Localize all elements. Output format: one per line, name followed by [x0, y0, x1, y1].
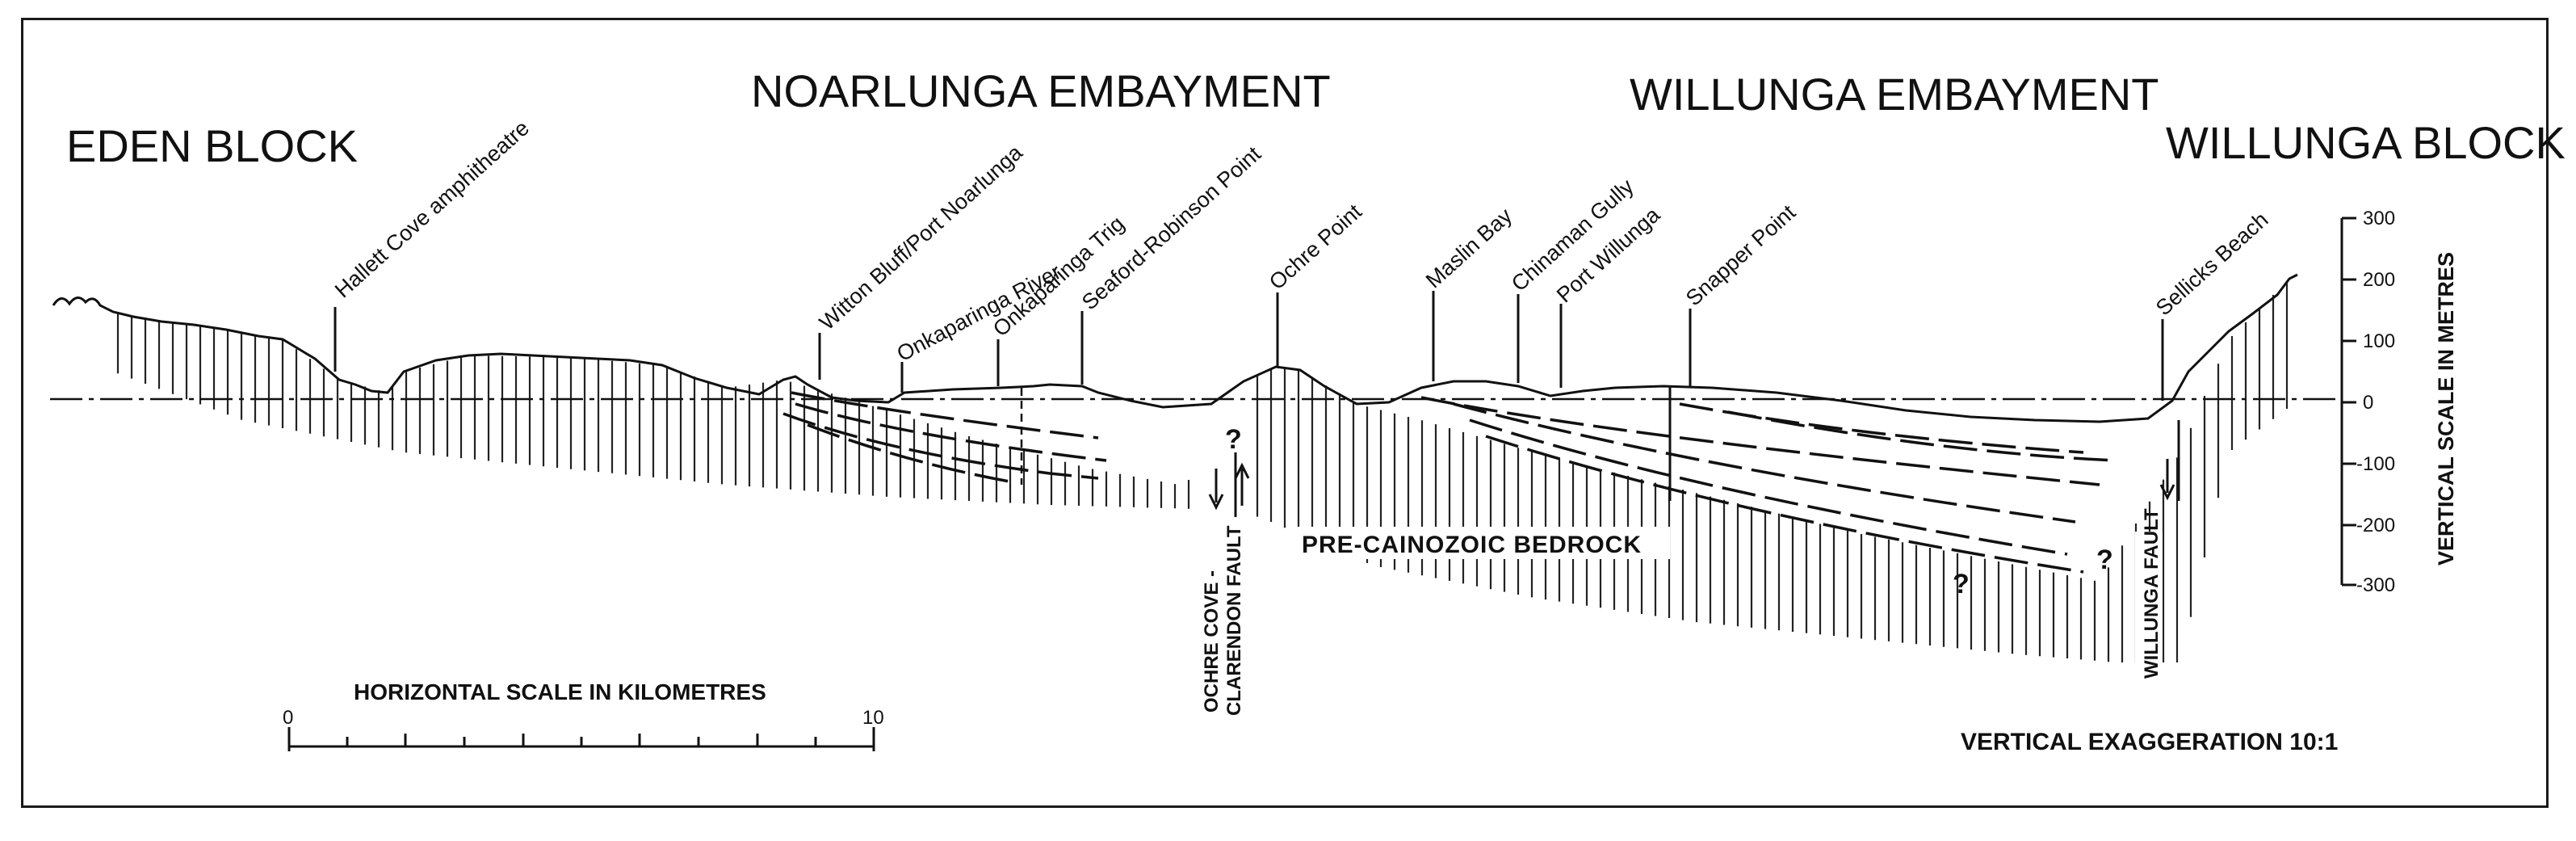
ochre-fault-arrow-down — [1208, 469, 1224, 511]
unknown-marker-ochre: ? — [1225, 424, 1242, 455]
willunga-strata — [1420, 396, 2117, 574]
bedrock-hatching — [116, 281, 2289, 662]
region-willunga-embayment: WILLUNGA EMBAYMENT — [1630, 69, 2159, 120]
vscale-tick-0: 0 — [2363, 392, 2373, 414]
ground-surface-profile — [52, 273, 2298, 423]
ochre-fault-arrow-up — [1234, 462, 1250, 506]
fault-label-willunga: WILLUNGA FAULT — [2141, 508, 2163, 679]
location-labels: Hallett Cove amphitheatre Witton Bluff/P… — [330, 116, 2273, 366]
fault-label-ochre-1: OCHRE COVE - — [1201, 570, 1223, 713]
unknown-markers: ? ? ? — [1225, 424, 2113, 599]
vertical-exaggeration-note: VERTICAL EXAGGERATION 10:1 — [1961, 729, 2338, 755]
label-snapper-point: Snapper Point — [1681, 200, 1801, 310]
vscale-tick-100: 100 — [2363, 330, 2395, 352]
vscale-tick-minus-200: -200 — [2356, 515, 2395, 536]
location-markers — [334, 291, 2164, 401]
figure-frame — [21, 18, 2549, 808]
hscale-end: 10 — [862, 707, 884, 729]
unknown-marker-deep: ? — [2096, 545, 2113, 575]
vertical-scale — [2340, 217, 2356, 587]
bedrock-label-bg — [1292, 527, 1670, 559]
horizontal-scale-bar — [287, 727, 875, 751]
label-ochre-point: Ochre Point — [1265, 199, 1366, 294]
vertical-scale-title: VERTICAL SCALE IN METRES — [2434, 252, 2458, 566]
region-noarlunga-embayment: NOARLUNGA EMBAYMENT — [751, 65, 1331, 116]
label-sellicks-beach: Sellicks Beach — [2151, 208, 2273, 321]
vscale-tick-minus-100: -100 — [2356, 453, 2395, 475]
label-maslin-bay: Maslin Bay — [1421, 203, 1517, 292]
vscale-tick-300: 300 — [2363, 208, 2395, 229]
region-willunga-block: WILLUNGA BLOCK — [2166, 117, 2566, 168]
fault-labels: OCHRE COVE - CLARENDON FAULT WILLUNGA FA… — [1201, 508, 2163, 716]
hscale-start: 0 — [283, 707, 293, 729]
willunga-fault-arrow — [2159, 459, 2175, 501]
label-onkaparinga-river: Onkaparinga River — [893, 259, 1065, 366]
bedrock-label: PRE-CAINOZOIC BEDROCK — [1302, 532, 1642, 558]
vscale-tick-minus-300: -300 — [2356, 574, 2395, 596]
unknown-marker-willunga: ? — [1953, 569, 1970, 599]
horizontal-scale-title: HORIZONTAL SCALE IN KILOMETRES — [354, 679, 766, 704]
region-eden-block: EDEN BLOCK — [66, 120, 358, 171]
label-hallett-cove: Hallett Cove amphitheatre — [330, 116, 534, 302]
fault-label-ochre-2: CLARENDON FAULT — [1223, 525, 1245, 716]
vscale-tick-200: 200 — [2363, 269, 2395, 291]
vertical-scale-ticks: 300 200 100 0 -100 -200 -300 — [2356, 208, 2395, 596]
